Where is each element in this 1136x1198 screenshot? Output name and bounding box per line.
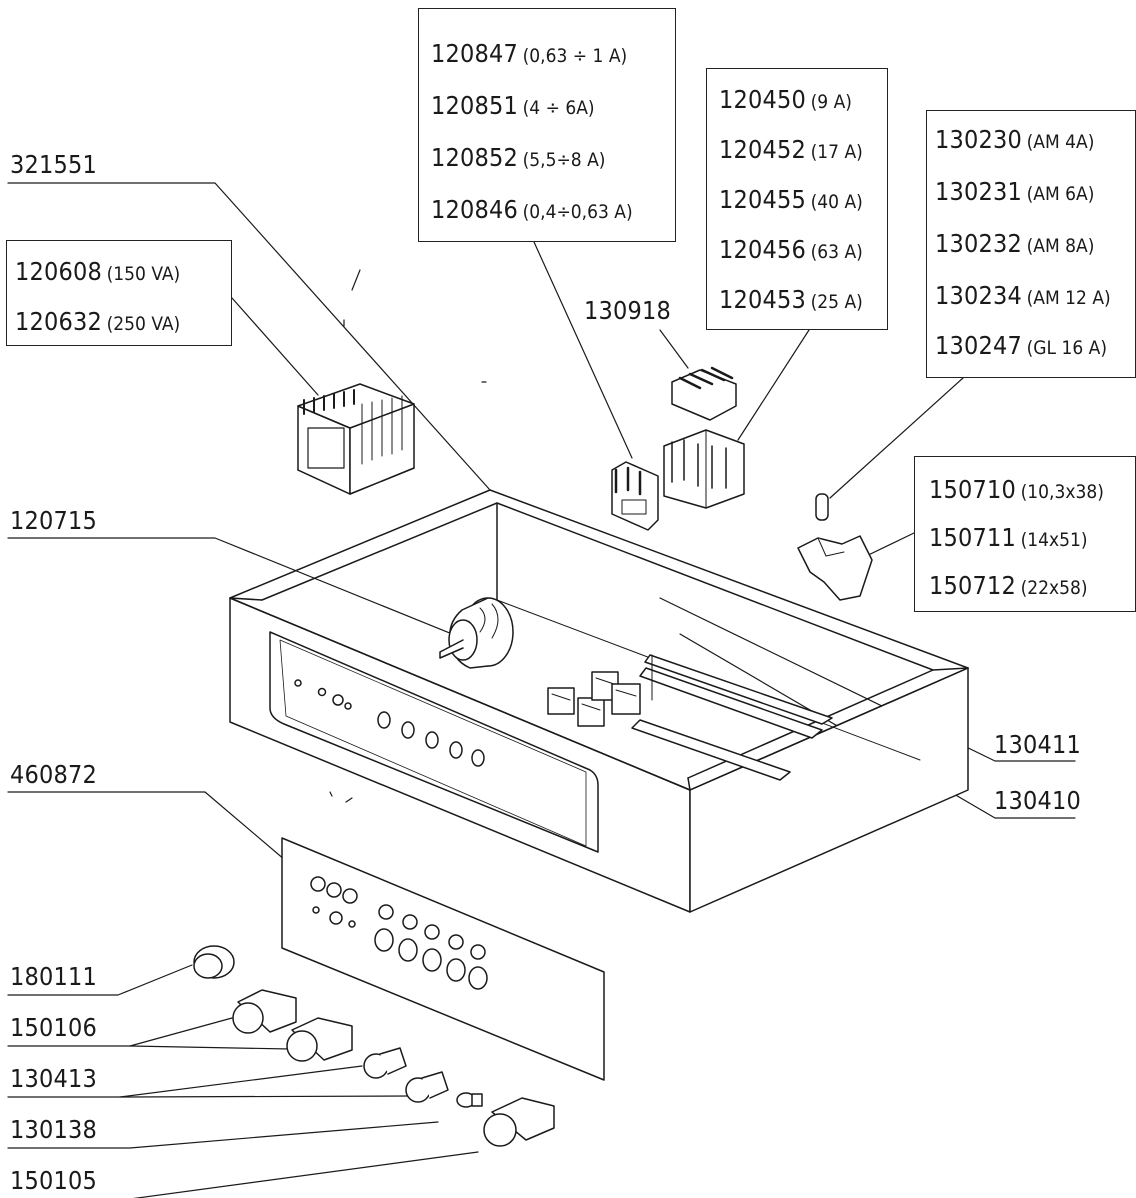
list-item: 120846 (0,4÷0,63 A) bbox=[431, 195, 633, 224]
lamp-holder-label: 130413 bbox=[10, 1064, 98, 1093]
list-item: 120455 (40 A) bbox=[719, 185, 863, 214]
transformer-part bbox=[297, 383, 415, 495]
fuse-part bbox=[815, 493, 829, 521]
list-item: 120851 (4 ÷ 6A) bbox=[431, 91, 595, 120]
push-button-label: 150106 bbox=[10, 1013, 98, 1042]
terminal-a-label: 130411 bbox=[994, 730, 1082, 759]
front-panel-label: 460872 bbox=[10, 760, 98, 789]
list-item: 150711 (14x51) bbox=[929, 523, 1088, 552]
transformer-list: 120608 (150 VA) 120632 (250 VA) bbox=[6, 240, 232, 346]
leader-lines bbox=[7, 182, 1076, 1198]
terminal-b-label: 130410 bbox=[994, 786, 1082, 815]
knob-part bbox=[193, 945, 235, 979]
knob-label: 180111 bbox=[10, 962, 98, 991]
list-item: 120452 (17 A) bbox=[719, 135, 863, 164]
list-item: 120852 (5,5÷8 A) bbox=[431, 143, 606, 172]
list-item: 120450 (9 A) bbox=[719, 85, 852, 114]
list-item: 130234 (AM 12 A) bbox=[935, 281, 1111, 310]
fuse-holder-list: 150710 (10,3x38) 150711 (14x51) 150712 (… bbox=[914, 456, 1136, 612]
enclosure-label: 321551 bbox=[10, 150, 98, 179]
list-item: 120847 (0,63 ÷ 1 A) bbox=[431, 39, 628, 68]
push-button-part bbox=[232, 989, 353, 1062]
aux-contact-part bbox=[671, 366, 737, 421]
contactor-list: 120450 (9 A) 120452 (17 A) 120455 (40 A)… bbox=[706, 68, 888, 330]
list-item: 150710 (10,3x38) bbox=[929, 475, 1104, 504]
list-item: 130232 (AM 8A) bbox=[935, 229, 1095, 258]
stray-marks bbox=[329, 269, 487, 803]
list-item: 130247 (GL 16 A) bbox=[935, 331, 1108, 360]
din-rails bbox=[631, 654, 833, 781]
overload-relay-part bbox=[611, 461, 659, 531]
list-item: 130231 (AM 6A) bbox=[935, 177, 1095, 206]
list-item: 120608 (150 VA) bbox=[15, 257, 181, 286]
lamp-holder-part bbox=[363, 1047, 449, 1103]
contactor-part bbox=[663, 429, 745, 509]
fuse-holder-part bbox=[797, 535, 873, 601]
switch-label: 120715 bbox=[10, 506, 98, 535]
list-item: 130230 (AM 4A) bbox=[935, 125, 1095, 154]
bulb-part bbox=[456, 1092, 483, 1108]
list-item: 120456 (63 A) bbox=[719, 235, 863, 264]
push-button-2-label: 150105 bbox=[10, 1166, 98, 1195]
enclosure-box bbox=[229, 489, 969, 913]
list-item: 150712 (22x58) bbox=[929, 571, 1088, 600]
front-plate-part bbox=[281, 837, 605, 1081]
list-item: 120453 (25 A) bbox=[719, 285, 863, 314]
aux-contact-label: 130918 bbox=[584, 296, 672, 325]
list-item: 120632 (250 VA) bbox=[15, 307, 181, 336]
fuse-list: 130230 (AM 4A) 130231 (AM 6A) 130232 (AM… bbox=[926, 110, 1136, 378]
bulb-label: 130138 bbox=[10, 1115, 98, 1144]
rotary-switch-part bbox=[439, 597, 514, 669]
push-button-2-part bbox=[483, 1097, 555, 1147]
overload-relay-list: 120847 (0,63 ÷ 1 A) 120851 (4 ÷ 6A) 1208… bbox=[418, 8, 676, 242]
terminal-blocks bbox=[547, 671, 641, 727]
